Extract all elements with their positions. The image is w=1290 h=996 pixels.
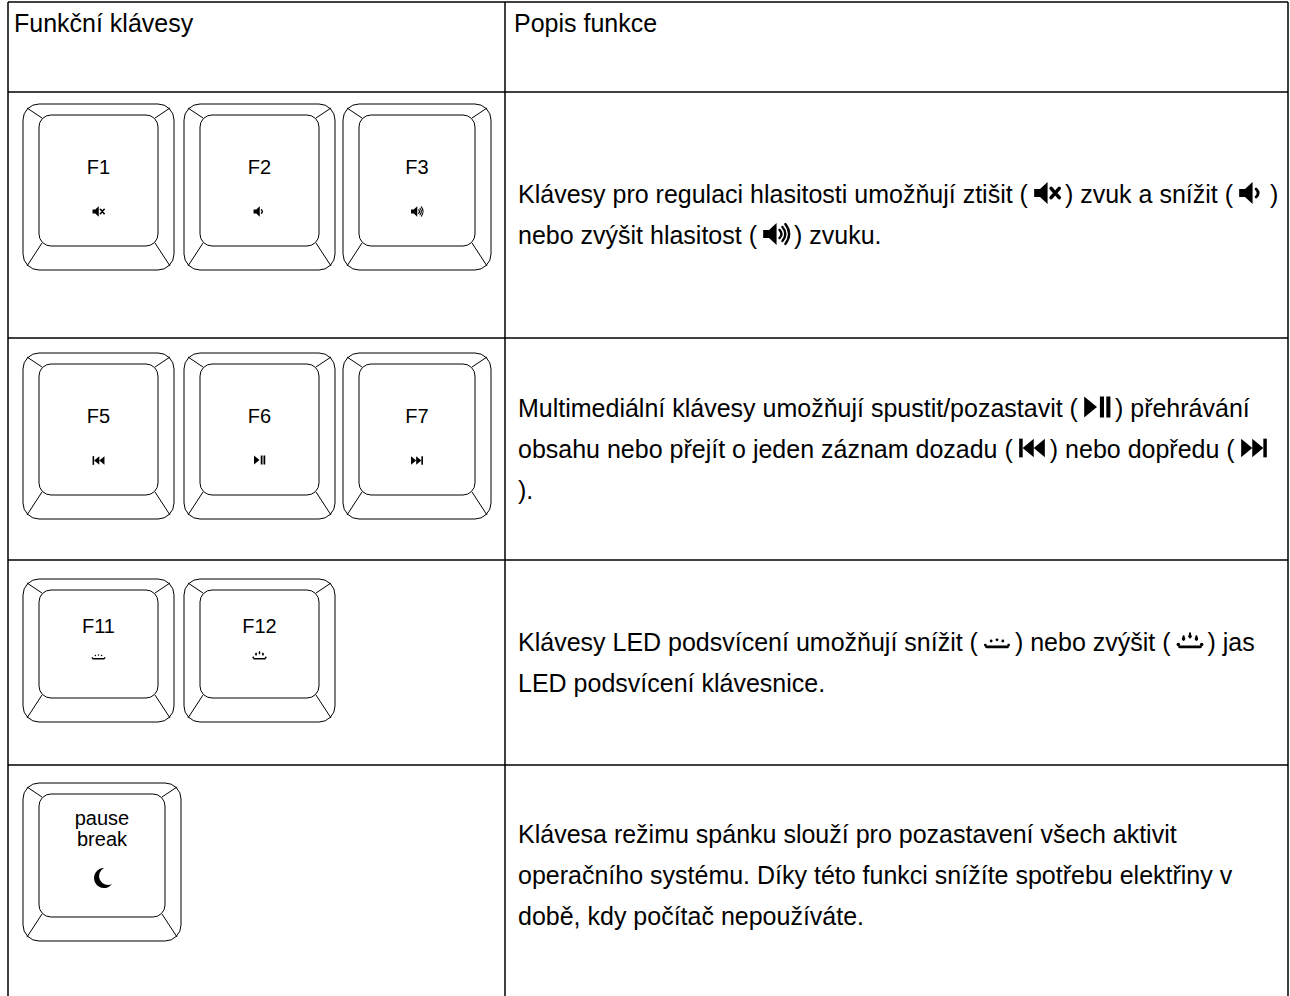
- dim-icon: [982, 627, 1012, 655]
- volup-icon: [761, 220, 791, 248]
- key-label: F5: [87, 406, 110, 427]
- description-text: Klávesy pro regulaci hlasitosti umožňují…: [518, 174, 1282, 256]
- keycap: F12: [183, 578, 336, 723]
- bright-icon: [1175, 627, 1205, 655]
- keycap-outline: [183, 103, 336, 271]
- key-label: F12: [242, 616, 276, 637]
- keycap: F5: [22, 352, 175, 520]
- description-text: Klávesa režimu spánku slouží pro pozasta…: [518, 814, 1282, 937]
- description-text-part: Klávesy pro regulaci hlasitosti umožňují…: [518, 180, 1028, 208]
- keycap-outline: [22, 782, 182, 942]
- key-label: F1: [87, 157, 110, 178]
- description-text-part: ).: [518, 476, 533, 504]
- column-header: Funkční klávesy: [14, 8, 193, 38]
- keycap: F7: [342, 352, 492, 520]
- voldown-icon: [254, 206, 263, 216]
- description-text-part: ) nebo dopředu (: [1050, 435, 1235, 463]
- bright-icon: [252, 651, 266, 658]
- keycap-outline: [22, 352, 175, 520]
- prev-icon: [1017, 434, 1047, 462]
- volup-icon: [411, 206, 423, 216]
- next-icon: [411, 456, 423, 465]
- mute-icon: [93, 206, 105, 216]
- column-header: Popis funkce: [514, 8, 657, 38]
- keycap: F3: [342, 103, 492, 271]
- dim-icon: [92, 654, 106, 659]
- key-label: F7: [405, 406, 428, 427]
- keycap: F6: [183, 352, 336, 520]
- playpause-icon: [254, 456, 265, 465]
- description-cell: Klávesa režimu spánku slouží pro pozasta…: [508, 765, 1288, 985]
- keycap: pause break: [22, 782, 182, 942]
- description-cell: Klávesy LED podsvícení umožňují snížit (…: [508, 560, 1288, 765]
- keycap-outline: [22, 578, 175, 723]
- key-label: pause break: [67, 808, 137, 850]
- description-text-part: Klávesa režimu spánku slouží pro pozasta…: [518, 820, 1232, 930]
- description-text: Klávesy LED podsvícení umožňují snížit (…: [518, 622, 1282, 704]
- keycap-outline: [342, 352, 492, 520]
- keycap-outline: [22, 103, 175, 271]
- key-label: F11: [82, 616, 115, 637]
- description-cell: Multimediální klávesy umožňují spustit/p…: [508, 338, 1288, 560]
- moon-icon: [94, 868, 112, 888]
- keycap: F11: [22, 578, 175, 723]
- prev-icon: [93, 456, 105, 465]
- description-text: Multimediální klávesy umožňují spustit/p…: [518, 388, 1282, 511]
- keycap: F2: [183, 103, 336, 271]
- next-icon: [1239, 434, 1269, 462]
- key-label: F3: [405, 157, 428, 178]
- description-text-part: Klávesy LED podsvícení umožňují snížit (: [518, 628, 978, 656]
- keycap-outline: [183, 578, 336, 723]
- description-cell: Klávesy pro regulaci hlasitosti umožňují…: [508, 92, 1288, 338]
- key-label: F6: [248, 406, 271, 427]
- description-text-part: ) zvuk a snížit (: [1065, 180, 1233, 208]
- playpause-icon: [1082, 393, 1112, 421]
- keycap-outline: [342, 103, 492, 271]
- keycap: F1: [22, 103, 175, 271]
- key-label: F2: [248, 157, 271, 178]
- description-text-part: ) zvuku.: [794, 221, 882, 249]
- description-text-part: Multimediální klávesy umožňují spustit/p…: [518, 394, 1078, 422]
- description-text-part: ) nebo zvýšit (: [1015, 628, 1171, 656]
- keycap-outline: [183, 352, 336, 520]
- voldown-icon: [1237, 179, 1267, 207]
- mute-icon: [1032, 179, 1062, 207]
